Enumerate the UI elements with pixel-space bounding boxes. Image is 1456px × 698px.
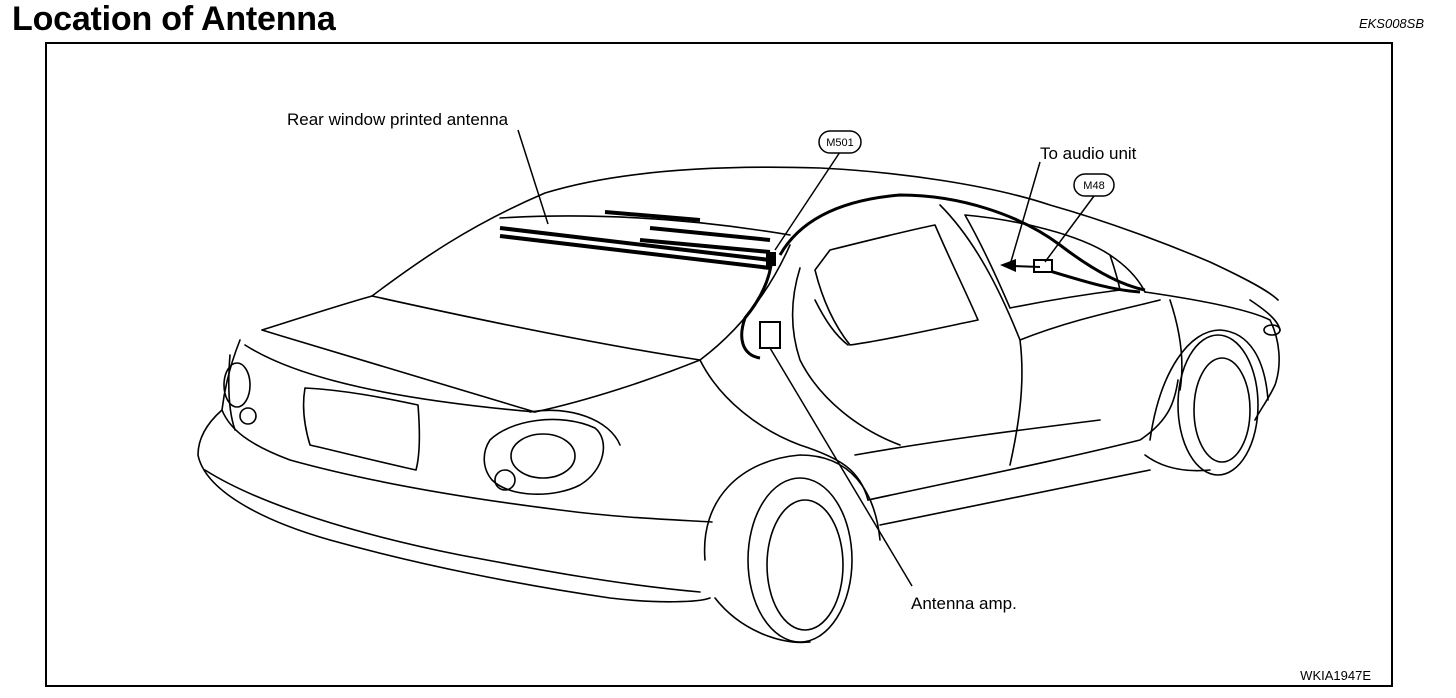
roof-outline	[371, 166, 1279, 301]
connector-label-m501: M501	[826, 137, 854, 149]
front-wheel-arch	[1149, 329, 1269, 441]
arrow-to-audio-unit	[1000, 259, 1041, 272]
leader-m501	[774, 151, 841, 251]
leader-rear-window-antenna	[517, 129, 549, 225]
figure-id: WKIA1947E	[1300, 668, 1371, 683]
connector-m501-body	[766, 252, 776, 266]
callout-m501: M501	[818, 130, 862, 154]
rear-body	[197, 339, 711, 603]
leader-antenna-amp	[769, 347, 913, 587]
rear-wheel	[747, 477, 853, 643]
tail-light-right	[483, 418, 605, 495]
rear-side-window	[814, 224, 979, 346]
leader-m48	[1044, 195, 1095, 263]
side-body	[699, 359, 869, 501]
leader-audio-unit	[1009, 161, 1041, 266]
label-to-audio-unit: To audio unit	[1040, 144, 1137, 163]
diagram-frame	[45, 42, 1393, 687]
label-antenna-amp: Antenna amp.	[911, 594, 1017, 613]
trunk-lid	[261, 295, 701, 413]
callout-m48: M48	[1073, 173, 1115, 197]
connector-label-m48: M48	[1083, 180, 1104, 192]
license-plate	[302, 387, 421, 471]
antenna-amp-box	[759, 321, 781, 349]
front-body	[1144, 291, 1280, 421]
tail-light-left	[223, 362, 251, 408]
section-code: EKS008SB	[1358, 16, 1424, 31]
rear-wheel-arch	[703, 454, 881, 561]
label-rear-window-antenna: Rear window printed antenna	[287, 110, 509, 129]
rear-window-printed-antenna	[499, 210, 771, 270]
antenna-cable	[740, 193, 1146, 360]
page-title: Location of Antenna	[12, 0, 336, 38]
front-wheel	[1177, 334, 1259, 476]
